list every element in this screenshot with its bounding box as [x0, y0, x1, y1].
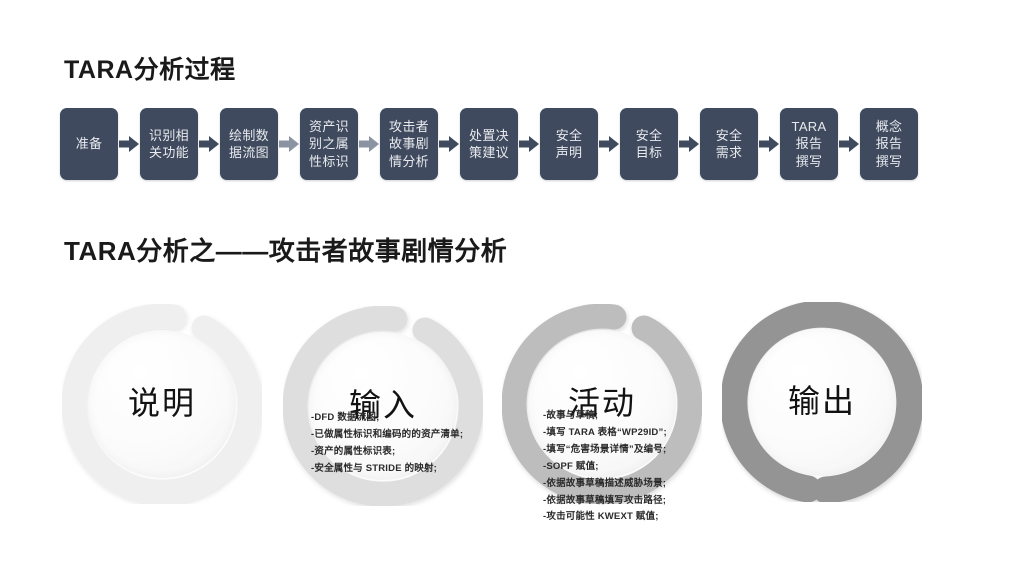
- process-step-1-line-1: 准备: [75, 136, 103, 152]
- activity-item: -攻击可能性 KWEXT 赋值;: [543, 511, 659, 523]
- flow-arrow-icon: [278, 136, 300, 152]
- ring-arc-icon: [722, 302, 922, 502]
- process-step-11-line-2: 报告: [875, 136, 903, 152]
- input-item: -已做属性标识和编码的的资产清单;: [311, 428, 464, 440]
- process-step-11-line-3: 撰写: [875, 153, 903, 169]
- process-step-4-line-3: 性标识: [309, 153, 349, 169]
- activity-item: -SOPF 赋值;: [543, 460, 599, 472]
- process-step-5-line-1: 攻击者: [389, 119, 429, 135]
- process-step-7-line-1: 安全: [555, 127, 583, 143]
- process-step-5[interactable]: 攻击者 故事剧 情分析: [380, 108, 438, 180]
- process-step-5-line-3: 情分析: [389, 153, 429, 169]
- ring-arc-icon: [283, 306, 483, 506]
- ring-core-explanation: [88, 330, 236, 478]
- process-step-11-line-1: 概念: [875, 119, 903, 135]
- process-step-10-line-1: TARA: [791, 119, 827, 135]
- ring-label-activity: 活动: [567, 384, 636, 422]
- ring-stage-explanation[interactable]: 说明: [62, 304, 262, 504]
- ring-core-activity: [528, 330, 676, 478]
- activity-item: -依据故事草稿描述威胁场景;: [543, 477, 667, 489]
- ring-arc-icon: [62, 304, 262, 504]
- process-step-3-line-1: 绘制数: [229, 127, 269, 143]
- process-step-8[interactable]: 安全 目标: [620, 108, 678, 180]
- flow-arrow-icon: [678, 136, 700, 152]
- ring-label-input: 输入: [348, 386, 417, 424]
- flow-arrow-icon: [838, 136, 860, 152]
- process-step-10[interactable]: TARA 报告 撰写: [780, 108, 838, 180]
- flow-arrow-icon: [518, 136, 540, 152]
- process-step-8-line-1: 安全: [635, 127, 663, 143]
- process-step-4-line-2: 别之属: [309, 136, 349, 152]
- process-step-4[interactable]: 资产识 别之属 性标识: [300, 108, 358, 180]
- process-section-title: TARA分析过程: [64, 56, 236, 84]
- process-step-6[interactable]: 处置决 策建议: [460, 108, 518, 180]
- activity-item: -填写“危害场景详情”及编号;: [543, 443, 667, 455]
- flow-arrow-icon: [358, 136, 380, 152]
- process-step-7[interactable]: 安全 声明: [540, 108, 598, 180]
- process-step-9[interactable]: 安全 需求: [700, 108, 758, 180]
- process-step-6-line-2: 策建议: [469, 145, 509, 160]
- process-step-2[interactable]: 识别相 关功能: [140, 108, 198, 180]
- process-step-11[interactable]: 概念 报告 撰写: [860, 108, 918, 180]
- process-step-10-line-3: 撰写: [795, 153, 823, 169]
- ring-core-output: [748, 328, 896, 476]
- activity-item: -填写 TARA 表格“WP29ID”;: [543, 426, 667, 438]
- story-section-title: TARA分析之——攻击者故事剧情分析: [64, 236, 508, 266]
- flow-arrow-icon: [118, 136, 140, 152]
- process-step-3[interactable]: 绘制数 据流图: [220, 108, 278, 180]
- process-step-2-line-2: 关功能: [149, 145, 189, 160]
- activity-item: -依据故事草稿填写攻击路径;: [543, 494, 667, 506]
- flow-arrow-icon: [198, 136, 220, 152]
- process-step-4-line-1: 资产识: [309, 119, 349, 135]
- process-step-6-line-1: 处置决: [469, 127, 509, 143]
- process-step-7-line-2: 声明: [555, 145, 583, 160]
- ring-stage-input[interactable]: 输入: [283, 306, 483, 506]
- flow-arrow-icon: [758, 136, 780, 152]
- process-step-9-line-1: 安全: [715, 127, 743, 143]
- flow-arrow-icon: [598, 136, 620, 152]
- process-step-8-line-2: 目标: [635, 145, 663, 160]
- input-item-list: -DFD 数据流图; -已做属性标识和编码的的资产清单; -资产的属性标识表; …: [311, 410, 463, 478]
- input-item: -DFD 数据流图;: [311, 412, 380, 423]
- ring-core-input: [309, 332, 457, 480]
- activity-item-list: -故事与草稿; -填写 TARA 表格“WP29ID”; -填写“危害场景详情”…: [543, 408, 667, 526]
- process-step-3-line-2: 据流图: [229, 145, 269, 160]
- process-step-5-line-2: 故事剧: [389, 136, 429, 152]
- input-item: -安全属性与 STRIDE 的映射;: [311, 462, 438, 474]
- activity-item: -故事与草稿;: [543, 410, 599, 421]
- process-flow-diagram: 准备 识别相 关功能 绘制数 据流图 资产识 别之属 性标识 攻击者: [60, 108, 918, 180]
- ring-diagram: 说明 输入: [0, 286, 1024, 576]
- process-step-9-line-2: 需求: [715, 145, 743, 160]
- ring-stage-activity[interactable]: 活动: [502, 304, 702, 504]
- process-step-10-line-2: 报告: [795, 136, 823, 152]
- ring-arc-icon: [502, 304, 702, 504]
- process-step-1[interactable]: 准备: [60, 108, 118, 180]
- ring-stage-output[interactable]: 输出: [722, 302, 922, 502]
- ring-label-output: 输出: [787, 382, 856, 420]
- ring-label-explanation: 说明: [127, 384, 196, 422]
- input-item: -资产的属性标识表;: [311, 445, 396, 457]
- flow-arrow-icon: [438, 136, 460, 152]
- process-step-2-line-1: 识别相: [149, 127, 189, 143]
